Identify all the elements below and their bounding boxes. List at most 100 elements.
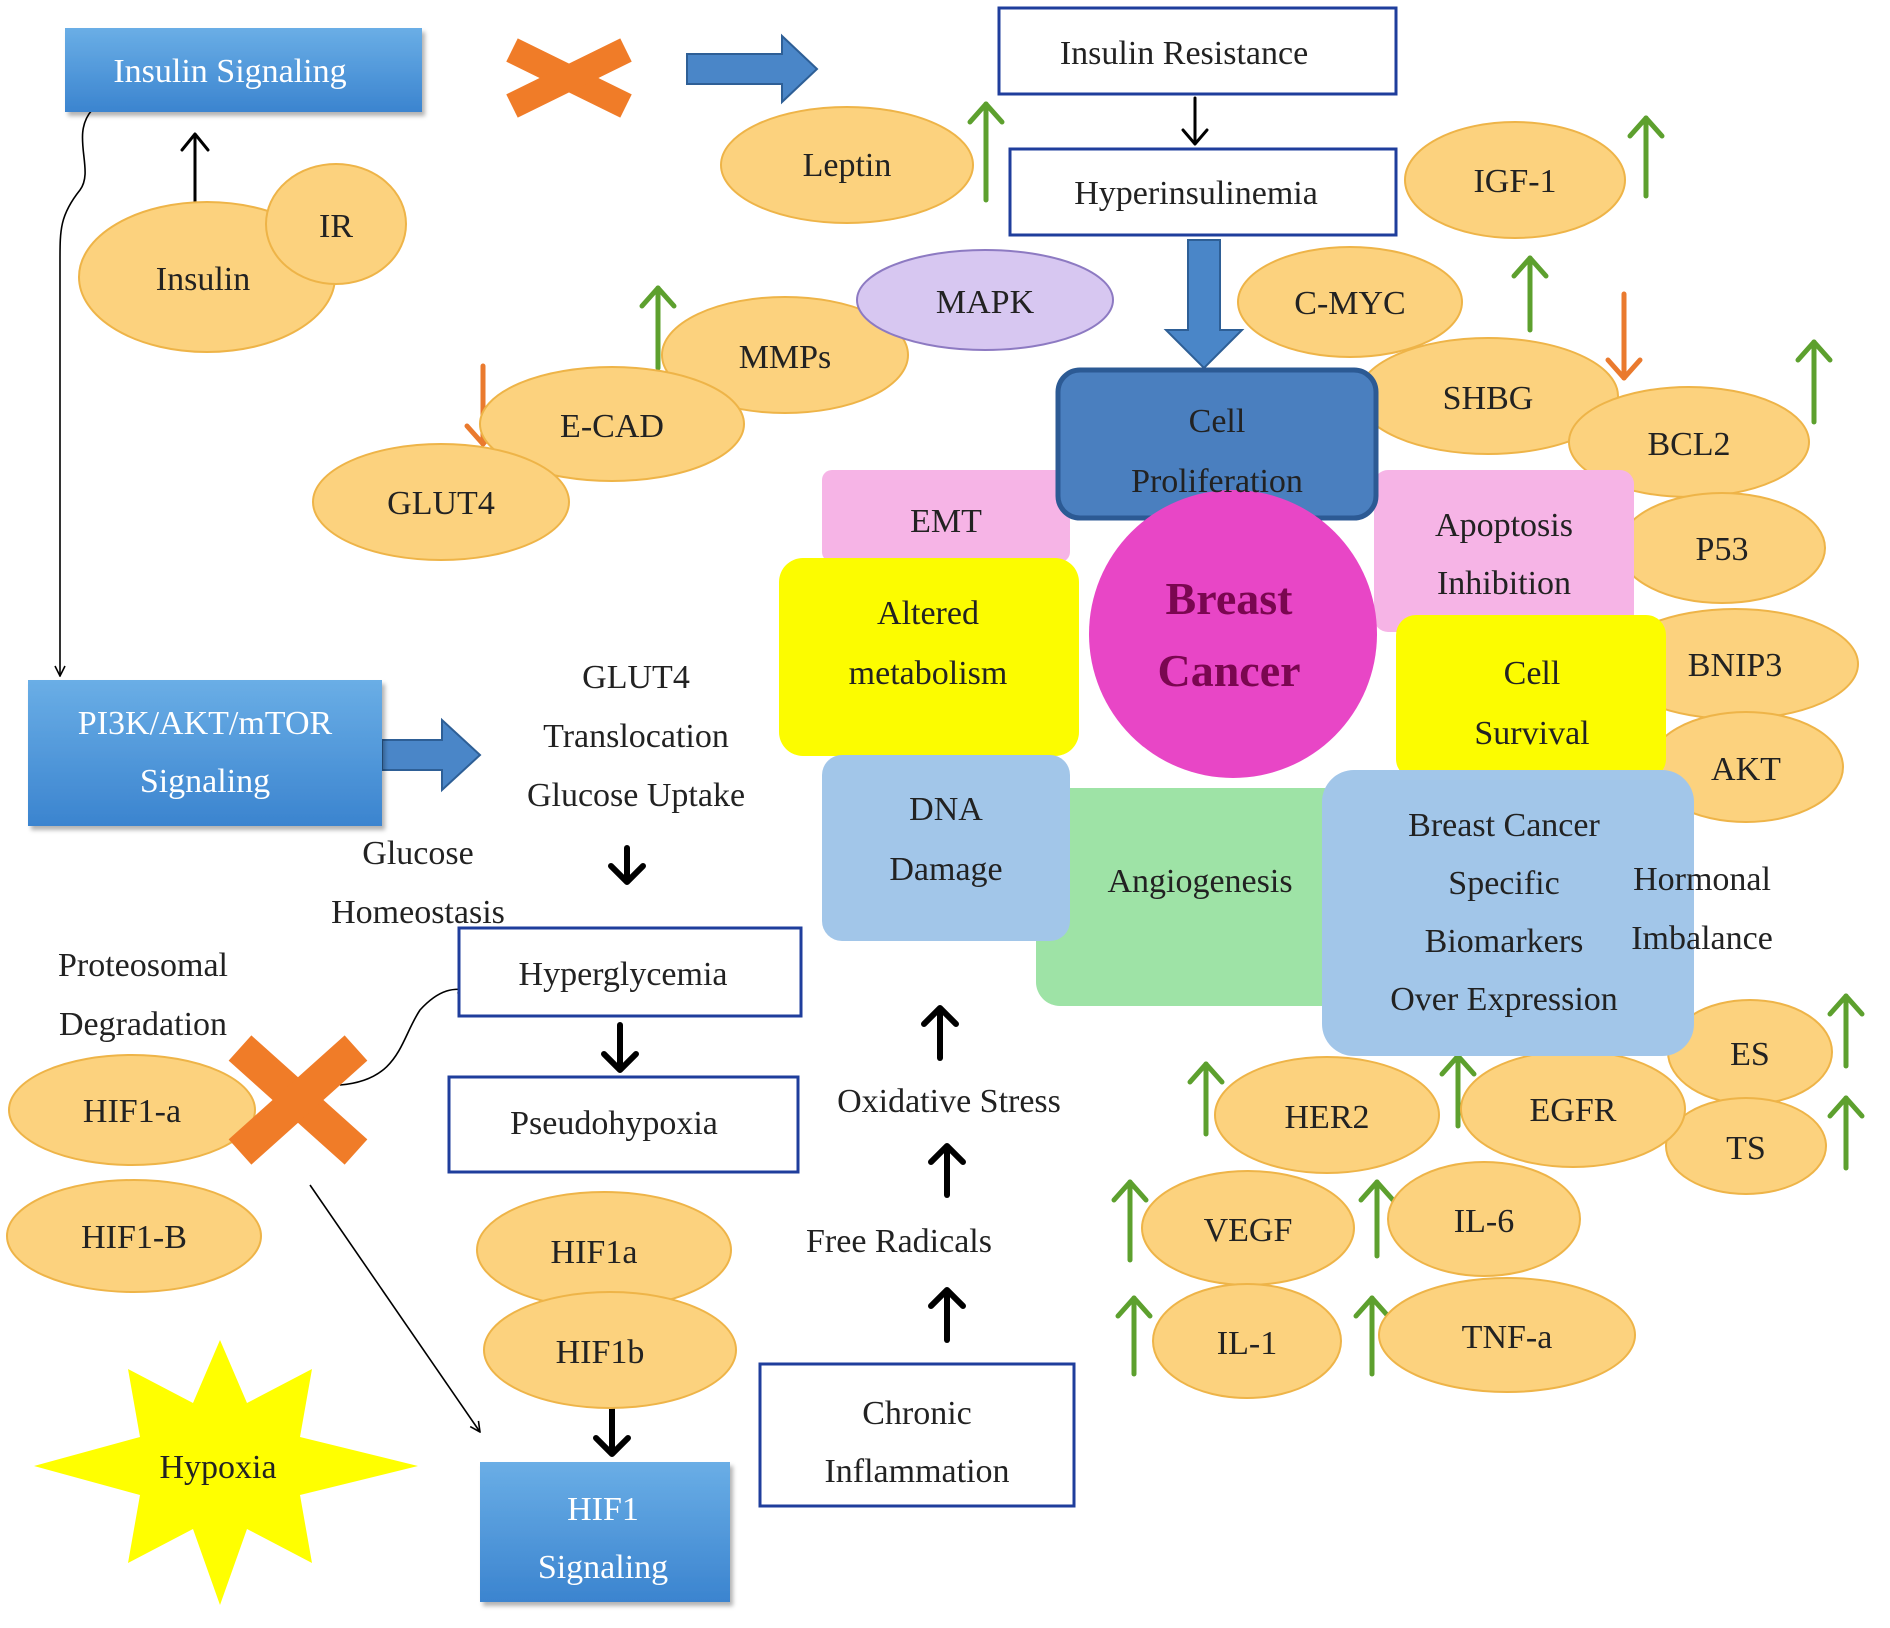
blue-arrow-right-pi3k [381,717,482,793]
hif1b-label: HIF1b [556,1334,645,1371]
cell-survival-label-line-1: Cell [1504,655,1561,692]
cell-proliferation-label-line-1: Cell [1189,403,1246,440]
chronic-inflammation-label-line-2: Inflammation [824,1453,1009,1490]
e-cad-label: E-CAD [560,408,664,445]
glucose-homeostasis-label-line-1: Glucose [362,835,473,872]
arrow-free-radicals-to-oxidative [928,1143,966,1198]
apoptosis-box [1374,470,1634,632]
hormonal-imbalance-label-line-2: Imbalance [1631,920,1773,957]
oxidative-stress-label: Oxidative Stress [837,1083,1061,1120]
up-arrows [639,101,1865,1377]
p53-label: P53 [1696,531,1749,568]
leptin-ellipse [720,106,974,224]
biomarkers-box [1322,770,1694,1056]
glucose-homeostasis-label-line-2: Homeostasis [331,894,505,931]
hif1-signaling-box [480,1462,730,1602]
molecule-ellipses [6,106,1859,1409]
chronic-inflammation-label-line-1: Chronic [862,1395,972,1432]
arrow-insulin-to-signaling [180,132,210,215]
es-up-arrow [1827,993,1865,1069]
leptin-label: Leptin [803,147,892,184]
hif1b-left-label: HIF1-B [81,1219,187,1256]
pseudohypoxia-box [447,1075,800,1174]
mmps-up-arrow [639,285,677,371]
outline-boxes [447,6,1398,1508]
arrow-hyperglycemia-to-pseudohypoxia [601,1022,639,1073]
hif1-signaling-label-line-2: Signaling [538,1549,668,1586]
hif1b-ellipse [483,1291,737,1409]
mmps-label: MMPs [739,339,832,376]
hif1a-left-label: HIF1-a [83,1093,181,1130]
bcl2-up-arrow [1795,339,1833,425]
hypoxia-star [34,1340,418,1605]
dna-damage-label-line-2: Damage [889,851,1002,888]
igf1-label: IGF-1 [1473,163,1556,200]
insulin-to-pi3k-connector [60,109,93,676]
il6-up-arrow [1358,1179,1396,1259]
shbg-label: SHBG [1443,380,1534,417]
c-myc-label: C-MYC [1294,285,1405,322]
ir-label: IR [319,208,353,245]
x-mark-top [506,38,632,118]
il6-ellipse [1387,1161,1581,1277]
apoptosis-inhibition-label-line-1: Apoptosis [1435,507,1573,544]
apoptosis-inhibition-label-line-2: Inhibition [1437,565,1571,602]
e-cad-ellipse [479,366,745,482]
egfr-label: EGFR [1530,1092,1617,1129]
il1-ellipse [1152,1283,1342,1399]
arrow-oxidative-to-dna [921,1005,959,1061]
insulin-resistance-label: Insulin Resistance [1060,35,1308,72]
proteosomal-degradation-label-line-1: Proteosomal [58,947,228,984]
tnfa-label: TNF-a [1462,1319,1553,1356]
ts-up-arrow [1827,1095,1865,1171]
arrow-resistance-to-hyperinsulinemia [1181,96,1209,146]
es-label: ES [1730,1036,1770,1073]
insulin-signaling-label: Insulin Signaling [113,53,346,90]
ts-ellipse [1665,1097,1827,1195]
hif1a-left-ellipse [8,1054,256,1166]
il1-up-arrow [1115,1295,1153,1377]
glut4-translocation-label-line-2: Translocation [543,718,729,755]
insulin-signaling-box [65,28,422,112]
blue-arrow-down-proliferation [1163,239,1245,370]
il1-label: IL-1 [1217,1325,1277,1362]
her2-ellipse [1214,1056,1440,1174]
text-layer: Insulin SignalingPI3K/AKT/mTORSignalingH… [58,35,1782,1586]
bnip3-label: BNIP3 [1688,647,1782,684]
breast-cancer-label-line-1: Breast [1166,573,1294,624]
hif1-signaling-label-line-1: HIF1 [567,1491,639,1528]
hif1a-label: HIF1a [551,1234,638,1271]
tnfa-up-arrow [1353,1295,1391,1377]
biomarkers-label-line-1: Breast Cancer [1408,807,1600,844]
tnfa-ellipse [1378,1277,1636,1393]
x-mark-hif1 [228,1035,368,1165]
hyperglycemia-box [457,926,803,1018]
arrow-hif1b-to-signaling [593,1405,631,1457]
altered-metabolism-label-line-1: Altered [877,595,979,632]
connectors [60,109,480,1432]
proteosomal-degradation-label-line-2: Degradation [59,1006,227,1043]
hormonal-imbalance-label-line-1: Hormonal [1633,861,1771,898]
igf1-ellipse [1404,121,1626,239]
biomarkers-label-line-2: Specific [1448,865,1559,902]
free-radicals-label: Free Radicals [806,1223,992,1260]
emt-label: EMT [910,503,982,540]
cell-survival-box [1396,615,1666,779]
ir-ellipse [265,163,407,285]
breast-cancer-label-line-2: Cancer [1157,645,1300,696]
breast-cancer-circle [1089,490,1377,778]
altered-metabolism-label-line-2: metabolism [849,655,1008,692]
emt-box [822,470,1070,562]
pi3k-label-line-2: Signaling [140,763,270,800]
vegf-up-arrow [1111,1179,1149,1263]
angiogenesis-box [1036,788,1362,1006]
blue-arrow-right-top [686,33,819,105]
shbg-down-arrow [1605,291,1643,381]
dna-damage-box [822,755,1070,941]
bcl2-label: BCL2 [1647,426,1730,463]
glut4-translocation-label-line-1: GLUT4 [582,659,690,696]
cell-survival-label-line-2: Survival [1474,715,1589,752]
pi3k-box [28,680,382,826]
